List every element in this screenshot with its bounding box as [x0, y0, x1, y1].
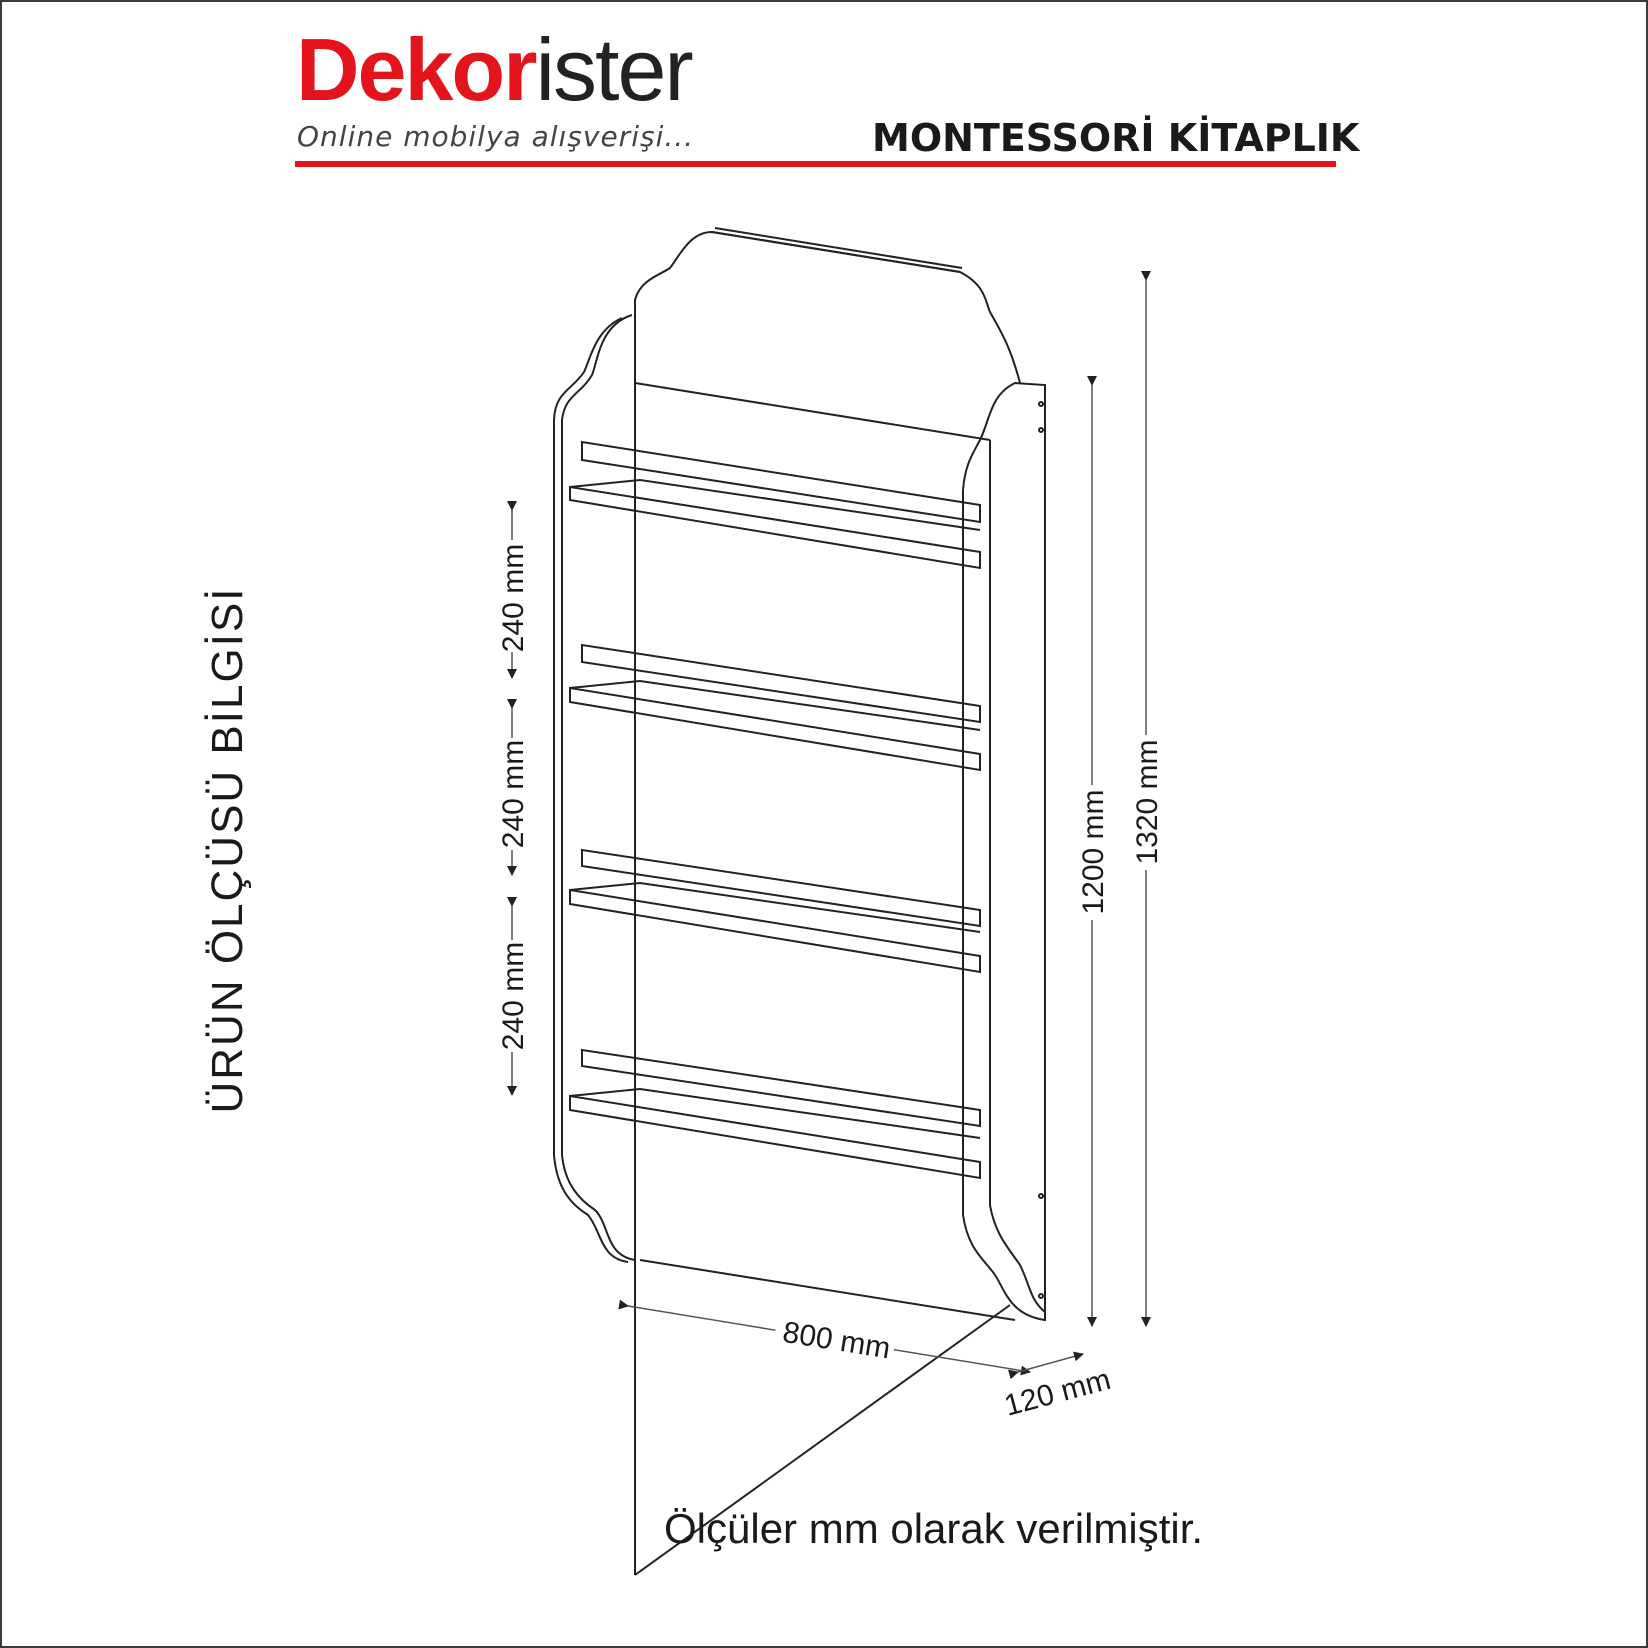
bookshelf-outline [553, 227, 1046, 1576]
shelf-3 [569, 848, 981, 974]
shelf-1 [569, 440, 981, 570]
dim-shelf-1: 240 mm [497, 544, 530, 652]
shelf-2 [569, 643, 981, 772]
footer-note: Ölçüler mm olarak verilmiştir. [664, 1505, 1204, 1552]
dimension-lines [507, 271, 1151, 1380]
shelf-4 [569, 1048, 981, 1180]
dim-shelf-2: 240 mm [497, 740, 530, 848]
dim-total-height: 1320 mm [1131, 739, 1164, 864]
dim-shelf-3: 240 mm [497, 942, 530, 1050]
dim-depth: 120 mm [1001, 1363, 1114, 1423]
dim-inner-height: 1200 mm [1077, 789, 1110, 914]
brand-logo-red: Dekor [296, 20, 537, 119]
brand-logo-dark: ister [535, 20, 693, 119]
brand-tagline: Online mobilya alışverişi... [297, 120, 695, 153]
header-red-rule [295, 161, 1336, 167]
brand-logo: Dekorister [296, 26, 694, 114]
product-title: MONTESSORİ KİTAPLIK [872, 116, 1360, 160]
